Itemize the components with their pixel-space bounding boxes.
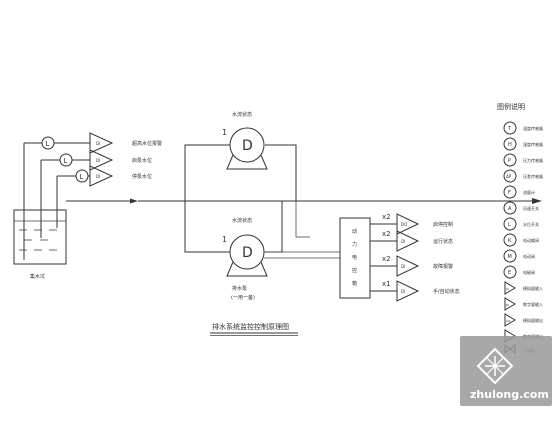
pump-label-mid: 水流状态 [232, 217, 252, 224]
level-sensor-stop: L DI 停泵水位 [57, 165, 152, 187]
pump-panel-wiring [264, 251, 340, 259]
legend-item-11: DI 数字量输入 [504, 297, 543, 311]
legend-item-10: AI 模拟量输入 [504, 281, 543, 295]
legend-label: 湿度传感器 [523, 141, 543, 147]
legend-item-6: L 水位开关 [503, 217, 539, 231]
panel-char-1: 力 [352, 241, 357, 248]
pump-1: 水流状态 1 D [222, 111, 268, 170]
panel-char-4: 箱 [352, 280, 357, 287]
output-mult: x2 [382, 213, 391, 221]
level-io: DI [96, 141, 100, 146]
output-label: 启停控制 [433, 221, 453, 228]
legend: 图例说明 T 温度传感器 H 湿度传感器 P 压力传感器 ΔP 压差传感器 F … [497, 102, 543, 355]
output-io: DI [401, 289, 405, 294]
legend-symbol: P [508, 158, 511, 164]
power-control-panel: 动 力 电 控 箱 [339, 217, 371, 299]
level-symbol: L [46, 140, 50, 148]
output-io: DI [401, 264, 405, 269]
legend-item-5: A 风速开关 [503, 201, 539, 215]
panel-char-2: 电 [352, 254, 357, 261]
legend-item-9: E 电磁阀 [503, 265, 535, 279]
legend-symbol: AO [506, 319, 511, 323]
output-mult: x1 [382, 280, 391, 288]
watermark: zhulong.com [460, 336, 552, 406]
legend-item-2: P 压力传感器 [503, 153, 543, 167]
level-symbol: L [80, 173, 84, 181]
level-io: DI [96, 174, 100, 179]
legend-symbol: E [508, 270, 511, 276]
sump-tank: 集水坑 [13, 143, 67, 280]
output-mult: x2 [382, 255, 391, 263]
level-signal-2: 停泵水位 [132, 173, 152, 180]
watermark-text: zhulong.com [470, 388, 549, 401]
legend-symbol: L [508, 222, 511, 228]
legend-symbol: A [508, 206, 512, 212]
watermark-logo-icon [476, 347, 514, 385]
output-label: 手/自动状态 [433, 288, 460, 295]
legend-symbol: ΔP [506, 174, 512, 179]
pump-note: (一用一备) [231, 294, 255, 301]
pump-name: 排水泵 [232, 285, 247, 292]
panel-output-0: x2 DO 启停控制 [370, 213, 453, 235]
pump-number: 1 [222, 128, 227, 137]
panel-output-1: x2 DI 运行状态 [370, 230, 453, 252]
legend-item-3: ΔP 压差传感器 [503, 169, 543, 183]
level-sensor-high: L DI 超高水位报警 [24, 132, 162, 154]
diagram-title-text: 排水系统监控控制原理图 [212, 322, 289, 331]
panel-output-2: x2 DI 故障报警 [370, 255, 453, 277]
legend-item-8: M 电动阀 [503, 249, 535, 263]
legend-symbol: K [508, 238, 512, 244]
legend-label: 压力传感器 [523, 157, 543, 163]
pump-letter: D [242, 138, 253, 154]
legend-item-1: H 湿度传感器 [503, 137, 543, 151]
level-symbol: L [64, 157, 68, 165]
legend-item-12: AO 模拟量输出 [504, 313, 543, 327]
legend-symbol: T [507, 126, 512, 132]
legend-label: 流量计 [523, 189, 535, 195]
pump-label-top: 水流状态 [232, 111, 252, 118]
legend-label: 温度传感器 [523, 125, 543, 131]
panel-output-3: x1 DI 手/自动状态 [370, 280, 460, 302]
panel-char-3: 控 [352, 267, 357, 274]
legend-label: 模拟量输入 [523, 285, 543, 291]
legend-label: 风速开关 [523, 205, 539, 211]
level-io: DI [96, 158, 100, 163]
legend-symbol: F [508, 190, 511, 196]
level-signal-1: 启泵水位 [132, 157, 152, 164]
legend-symbol: AI [506, 287, 509, 291]
output-io: DI [401, 239, 405, 244]
legend-label: 模拟量输出 [523, 317, 543, 323]
legend-symbol: H [508, 142, 512, 148]
legend-label: 压差传感器 [523, 173, 543, 179]
legend-label: 电动蝶阀 [523, 237, 539, 243]
pump-number: 1 [222, 235, 227, 244]
legend-item-7: K 电动蝶阀 [503, 233, 539, 247]
output-mult: x2 [382, 230, 391, 238]
legend-label: 电磁阀 [523, 269, 535, 275]
discharge-pipe [66, 144, 542, 253]
tank-label: 集水坑 [30, 273, 45, 280]
level-signal-0: 超高水位报警 [132, 140, 162, 147]
diagram-title: 排水系统监控控制原理图 [210, 322, 298, 336]
legend-symbol: DI [506, 303, 509, 307]
legend-item-4: F 流量计 [503, 185, 535, 199]
legend-label: 电动阀 [523, 253, 535, 259]
legend-label: 水位开关 [523, 221, 539, 227]
panel-char-0: 动 [352, 228, 357, 235]
legend-label: 数字量输入 [523, 301, 543, 307]
legend-item-0: T 温度传感器 [503, 121, 543, 135]
legend-title: 图例说明 [497, 102, 525, 111]
legend-symbol: M [508, 254, 512, 260]
output-label: 故障报警 [433, 263, 453, 270]
pump-2: 水流状态 1 D 排水泵 (一用一备) [222, 217, 268, 301]
level-sensor-start: L DI 启泵水位 [41, 149, 152, 171]
output-label: 运行状态 [433, 238, 453, 245]
output-io: DO [401, 222, 407, 227]
pump-letter: D [242, 245, 253, 261]
